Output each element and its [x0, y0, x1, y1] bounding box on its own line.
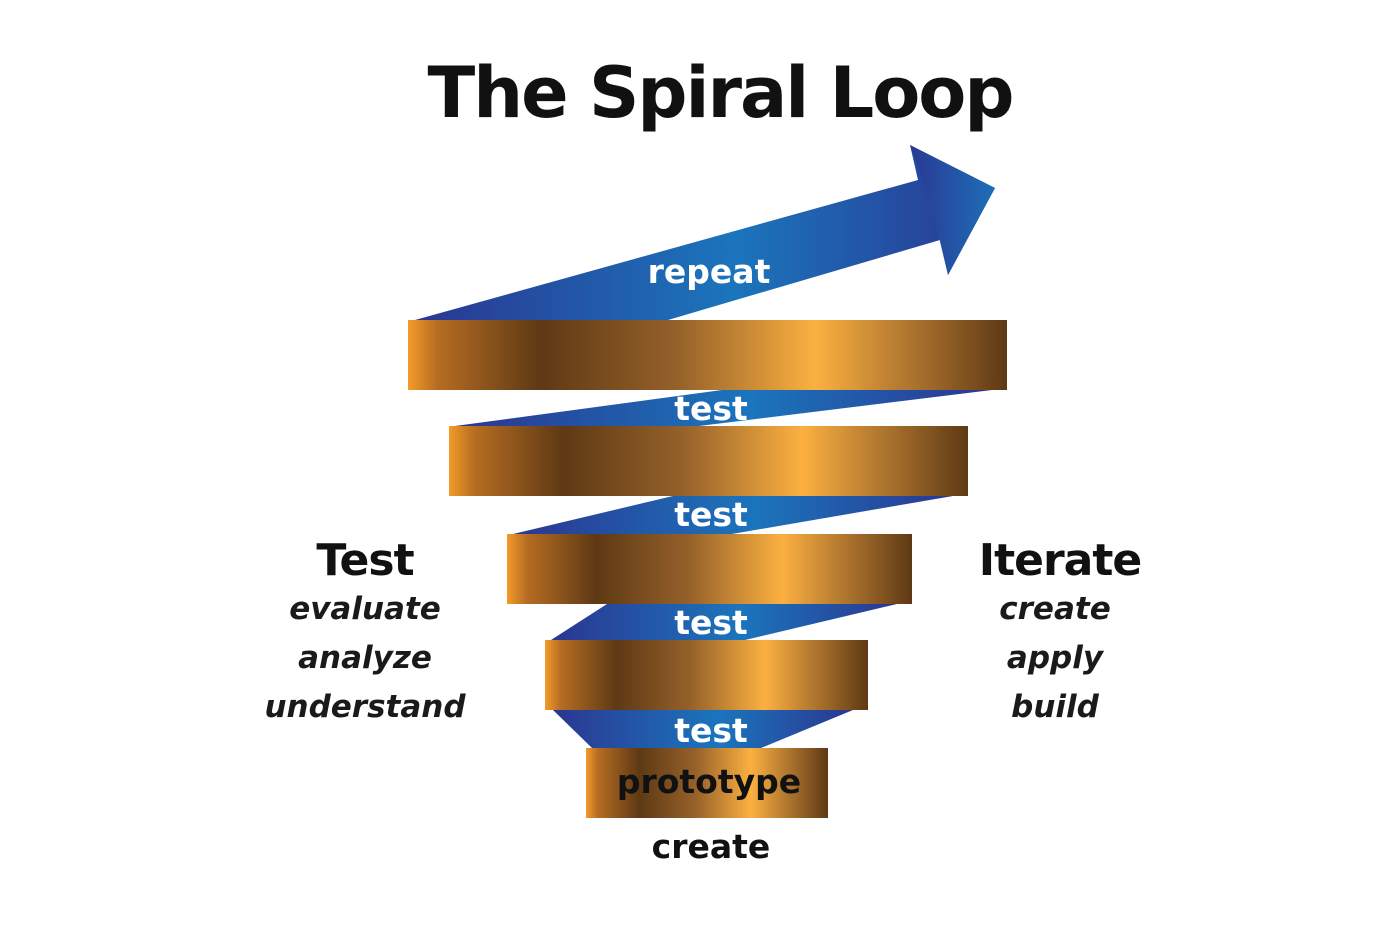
- test-panel-item: evaluate: [289, 591, 441, 627]
- test-label: test: [674, 495, 748, 534]
- arrowhead-icon: [910, 145, 995, 275]
- test-panel-item: analyze: [298, 640, 432, 676]
- repeat-arrow: [415, 145, 995, 320]
- test-panel-item: understand: [264, 689, 466, 725]
- iterate-panel-heading: Iterate: [978, 535, 1143, 586]
- test-label: test: [674, 603, 748, 642]
- test-label: test: [674, 711, 748, 750]
- iterate-panel-item: apply: [1006, 640, 1104, 676]
- test-ribbon: [553, 710, 853, 748]
- iterate-panel-item: build: [1011, 689, 1099, 725]
- test-panel: Test evaluate analyze understand: [240, 537, 490, 732]
- test-panel-heading: Test: [316, 535, 414, 586]
- iterate-panel: Iterate create apply build: [955, 537, 1165, 732]
- iterate-panel-item: create: [999, 591, 1111, 627]
- prototype-band: [586, 748, 828, 818]
- spiral-band: [408, 320, 1007, 390]
- spiral-band: [507, 534, 912, 604]
- test-ribbon: [455, 390, 992, 426]
- create-label: create: [652, 827, 771, 866]
- test-ribbon: [513, 496, 953, 534]
- prototype-label: prototype: [617, 762, 801, 801]
- spiral-band: [545, 640, 868, 710]
- test-label: test: [674, 389, 748, 428]
- spiral-band: [449, 426, 968, 496]
- test-ribbon: [551, 604, 897, 640]
- diagram-title: The Spiral Loop: [427, 52, 1015, 134]
- repeat-label: repeat: [648, 252, 771, 291]
